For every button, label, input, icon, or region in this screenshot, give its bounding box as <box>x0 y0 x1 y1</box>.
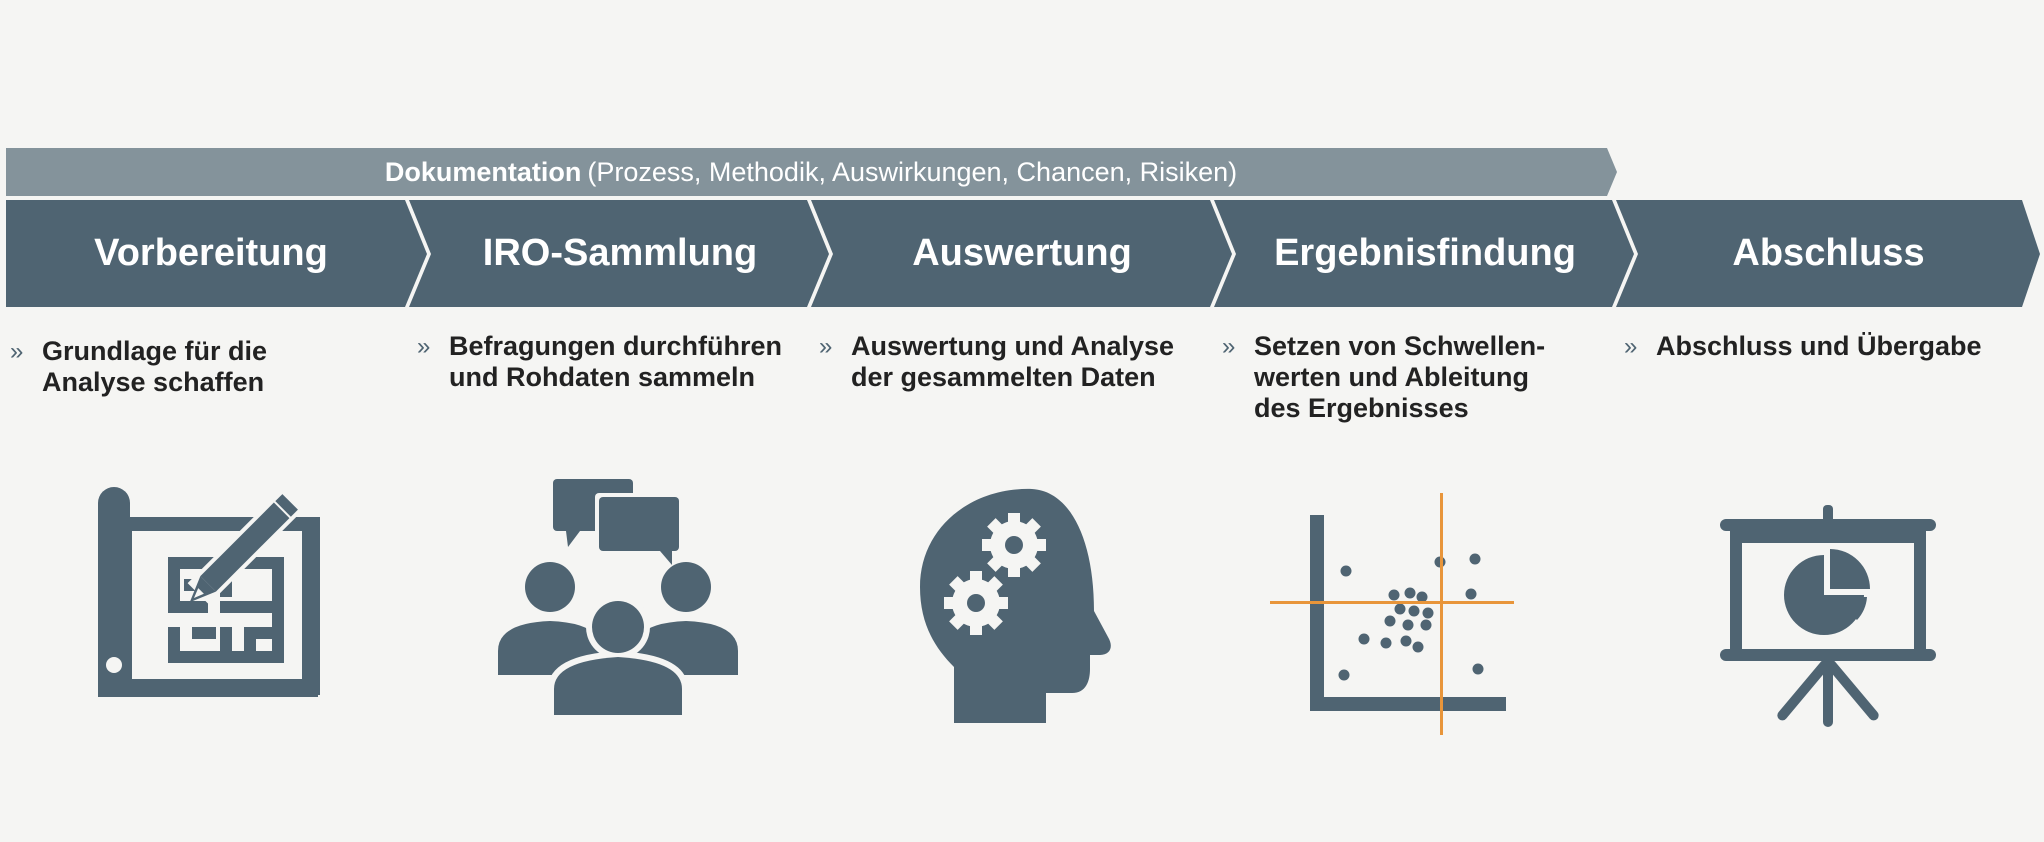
phase-chevron-auswertung <box>811 200 1232 307</box>
head-gears-icon <box>920 488 1111 723</box>
bullet-marker: » <box>1222 333 1236 360</box>
phase-chevron-abschluss <box>1616 200 2040 307</box>
documentation-label: Dokumentation (Prozess, Methodik, Auswir… <box>6 148 1616 196</box>
phase-label-abschluss: Abschluss <box>1732 232 1925 274</box>
bullet-marker: » <box>417 333 431 360</box>
phase-description-ergebnisfindung: » Setzen von Schwellen- werten und Ablei… <box>1222 331 1545 424</box>
bullet-marker: » <box>819 333 833 360</box>
phase-label-vorbereitung: Vorbereitung <box>94 232 328 274</box>
phase-label-auswertung: Auswertung <box>912 232 1132 274</box>
phase-description-vorbereitung: » Grundlage für die Analyse schaffen <box>10 336 267 398</box>
phase-description-iro-sammlung: » Befragungen durchführen und Rohdaten s… <box>417 331 782 393</box>
bullet-marker: » <box>10 338 24 365</box>
phase-chevron-iro-sammlung <box>409 200 829 307</box>
scatter-plot-threshold-icon <box>1270 493 1514 735</box>
description-text: Grundlage für die Analyse schaffen <box>42 336 268 397</box>
phase-label-ergebnisfindung: Ergebnisfindung <box>1274 232 1576 274</box>
description-text: Befragungen durchführen und Rohdaten sam… <box>449 331 783 392</box>
description-text: Abschluss und Übergabe <box>1656 331 1982 361</box>
phase-chevron-vorbereitung <box>6 200 427 307</box>
bullet-marker: » <box>1624 333 1638 360</box>
description-text: Auswertung und Analyse der gesammelten D… <box>851 331 1175 392</box>
group-discussion-icon <box>498 479 738 719</box>
phase-label-iro-sammlung: IRO-Sammlung <box>482 232 758 274</box>
presentation-board-icon <box>1720 505 1936 727</box>
blueprint-pencil-icon <box>98 487 320 697</box>
phase-chevron-ergebnisfindung <box>1214 200 1634 307</box>
description-text: Setzen von Schwellen- werten und Ableitu… <box>1254 331 1546 423</box>
phase-description-abschluss: » Abschluss und Übergabe <box>1624 331 1982 362</box>
phase-description-auswertung: » Auswertung und Analyse der gesammelten… <box>819 331 1174 393</box>
documentation-title: Dokumentation <box>384 156 582 187</box>
documentation-detail: (Prozess, Methodik, Auswirkungen, Chance… <box>587 156 1238 187</box>
